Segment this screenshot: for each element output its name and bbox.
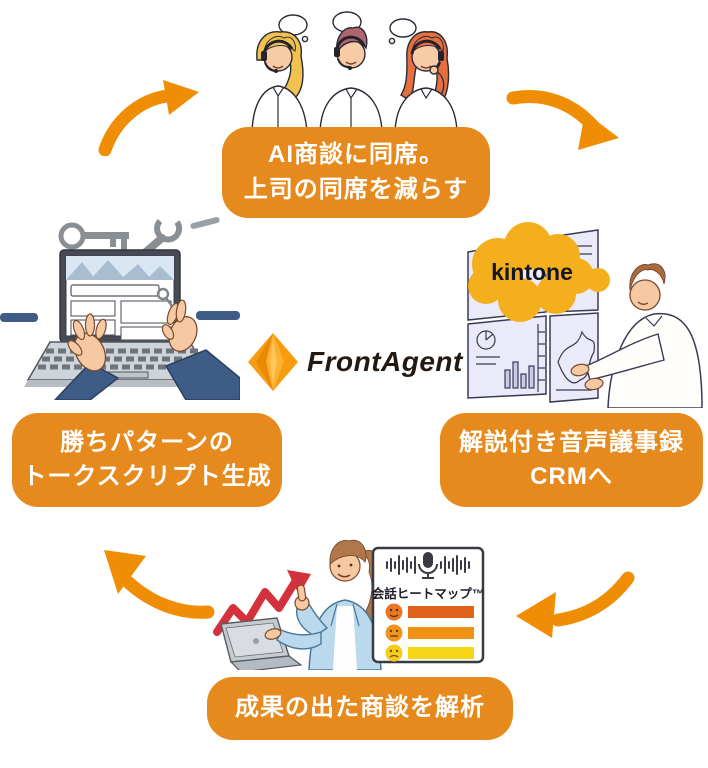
step-label-ai-joins-meeting: AI商談に同席。 上司の同席を減らす <box>222 127 490 218</box>
waveform-icon <box>386 555 470 575</box>
frontagent-logo-icon <box>248 333 298 391</box>
step-label-generate-talk-script: 勝ちパターンの トークスクリプト生成 <box>12 413 282 507</box>
kintone-cloud-icon <box>468 222 610 322</box>
microphone-icon <box>418 552 438 579</box>
key-icon <box>58 222 129 250</box>
desk-edge <box>0 313 38 322</box>
frontagent-logo: FrontAgent <box>246 333 463 391</box>
left-hand <box>53 313 120 400</box>
script-generation-illustration <box>0 217 240 400</box>
analyst-man <box>570 263 703 408</box>
heatmap-card: 会話ヒートマップ™ <box>372 546 485 664</box>
right-hand <box>156 287 240 400</box>
step-label-line: AI商談に同席。 <box>268 141 444 169</box>
analysis-illustration: 会話ヒートマップ™ <box>213 539 485 670</box>
desk-edge <box>196 311 240 320</box>
logo-wordmark: FrontAgent <box>307 346 463 377</box>
agent-man <box>319 26 383 132</box>
cycle-arrow-top-to-right-icon <box>506 89 619 150</box>
search-bar <box>70 284 160 297</box>
cycle-arrow-left-to-top-icon <box>98 80 199 156</box>
kintone-label: kintone <box>491 259 573 285</box>
step-label-line: トークスクリプト生成 <box>22 463 272 490</box>
heatmap-title: 会話ヒートマップ™ <box>372 586 485 601</box>
agent-redhead-woman <box>394 31 458 132</box>
heatmap-row-high <box>385 603 474 621</box>
step-label-voice-minutes-to-crm: 解説付き音声議事録 CRMへ <box>440 413 703 507</box>
heatmap-row-low <box>385 644 474 662</box>
step-label-line: 上司の同席を減らす <box>243 175 469 203</box>
growth-arrow-icon <box>213 570 311 636</box>
thumbs-up <box>296 584 307 602</box>
cycle-arrow-bottom-to-left-icon <box>104 550 215 619</box>
step-label-line: 勝ちパターンの <box>60 428 234 456</box>
magnifier-icon <box>156 287 170 301</box>
agent-blonde-woman <box>251 31 308 132</box>
step-label-line: 成果の出た商談を解析 <box>235 694 485 722</box>
call-agents-illustration <box>251 11 458 132</box>
step-label-line: CRMへ <box>530 463 613 490</box>
headset-icon <box>334 35 366 70</box>
headset-icon <box>261 39 294 73</box>
heatmap-row-mid <box>385 624 474 642</box>
step-label-line: 解説付き音声議事録 <box>459 428 684 456</box>
cycle-arrow-right-to-bottom-icon <box>516 571 635 638</box>
step-label-analyze-successful-deals: 成果の出た商談を解析 <box>207 677 513 740</box>
crm-dashboard-illustration: kintone <box>467 222 703 408</box>
